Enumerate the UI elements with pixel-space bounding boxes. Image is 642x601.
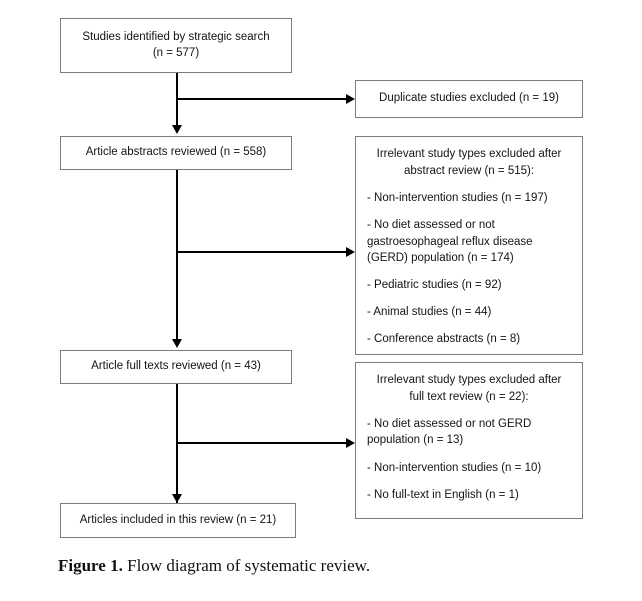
box-studies-identified-line2: (n = 577): [152, 46, 200, 59]
list-item: - Non-intervention studies (n = 197): [367, 192, 548, 205]
connector-to-fulltext-exclusions: [176, 442, 348, 444]
fulltext-exclusions-heading: Irrelevant study types excluded after fu…: [367, 372, 571, 405]
abstract-exclusions-list: - Non-intervention studies (n = 197) - N…: [367, 179, 571, 347]
abstract-exclusions-heading-line1: Irrelevant study types excluded after: [376, 148, 562, 160]
figure-caption: Figure 1. Flow diagram of systematic rev…: [58, 556, 618, 576]
list-item: - No full-text in English (n = 1): [367, 488, 519, 501]
list-item: - Conference abstracts (n = 8): [367, 332, 521, 345]
abstract-exclusions-heading-line2: abstract review (n = 515):: [403, 164, 535, 177]
list-item: - No diet assessed or not GERD populatio…: [367, 418, 532, 447]
arrowhead-to-abstract-exclusions: [346, 247, 355, 257]
arrowhead-to-fulltexts: [172, 339, 182, 348]
box-studies-identified: Studies identified by strategic search (…: [60, 18, 292, 73]
fulltext-exclusions-heading-line1: Irrelevant study types excluded after: [376, 374, 562, 386]
list-item: - Non-intervention studies (n = 10): [367, 461, 542, 474]
figure-caption-label: Figure 1.: [58, 556, 123, 575]
connector-to-duplicates: [176, 98, 348, 100]
list-item: - No diet assessed or not gastroesophage…: [367, 219, 533, 264]
box-abstracts-reviewed: Article abstracts reviewed (n = 558): [60, 136, 292, 170]
connector-to-abstract-exclusions: [176, 251, 348, 253]
box-fulltext-exclusions: Irrelevant study types excluded after fu…: [355, 362, 583, 519]
figure-caption-text: Flow diagram of systematic review.: [127, 556, 371, 575]
box-duplicates-excluded-line1: Duplicate studies excluded (n = 19): [379, 92, 559, 105]
box-studies-identified-line1: Studies identified by strategic search: [82, 30, 270, 43]
arrowhead-to-duplicates: [346, 94, 355, 104]
list-item: - Pediatric studies (n = 92): [367, 278, 502, 291]
box-fulltexts-reviewed: Article full texts reviewed (n = 43): [60, 350, 292, 384]
arrowhead-to-fulltext-exclusions: [346, 438, 355, 448]
box-abstracts-reviewed-line1: Article abstracts reviewed (n = 558): [85, 146, 267, 159]
box-articles-included: Articles included in this review (n = 21…: [60, 503, 296, 538]
arrowhead-to-abstracts: [172, 125, 182, 134]
box-abstract-exclusions: Irrelevant study types excluded after ab…: [355, 136, 583, 355]
connector-fulltexts-to-included: [176, 384, 178, 506]
abstract-exclusions-heading: Irrelevant study types excluded after ab…: [367, 146, 571, 179]
box-fulltexts-reviewed-line1: Article full texts reviewed (n = 43): [91, 360, 261, 373]
box-articles-included-line1: Articles included in this review (n = 21…: [79, 513, 277, 526]
fulltext-exclusions-heading-line2: full text review (n = 22):: [409, 390, 529, 403]
fulltext-exclusions-list: - No diet assessed or not GERD populatio…: [367, 405, 571, 502]
list-item: - Animal studies (n = 44): [367, 305, 492, 318]
box-duplicates-excluded: Duplicate studies excluded (n = 19): [355, 80, 583, 118]
arrowhead-to-included: [172, 494, 182, 503]
connector-abstracts-to-fulltexts: [176, 170, 178, 339]
